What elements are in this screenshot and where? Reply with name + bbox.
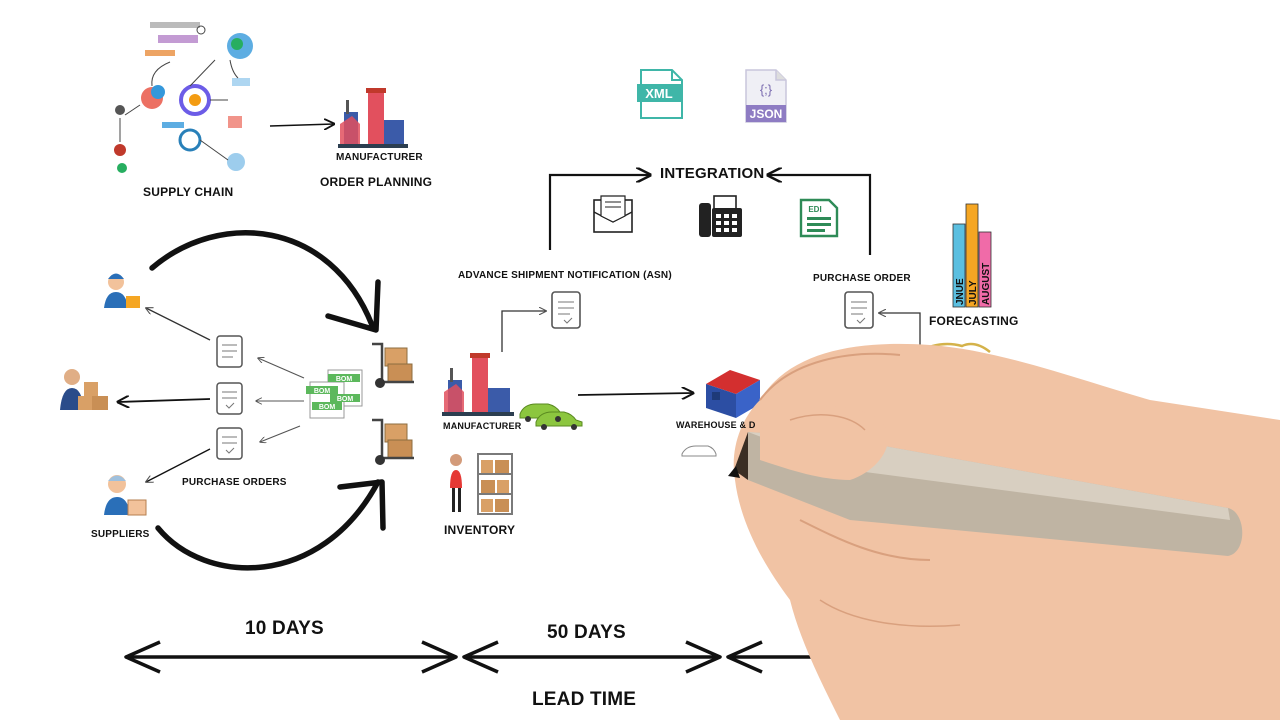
factory-middle-icon — [442, 353, 514, 416]
suppliers-label: SUPPLIERS — [91, 529, 150, 540]
forecast-bar — [978, 231, 992, 308]
hand-truck-bottom-icon — [372, 418, 414, 465]
arrow-doc2-to-supplier — [118, 399, 211, 402]
delivery-cars-icon — [519, 403, 583, 430]
worker-phone-icon — [60, 369, 108, 410]
hand-with-pen-illustration — [728, 343, 1280, 720]
manufacturer-middle-label: MANUFACTURER — [443, 421, 522, 431]
warehouse-icon — [706, 370, 760, 418]
ten-days-label: 10 DAYS — [245, 618, 324, 639]
arrow-doc1-to-supplier — [146, 308, 211, 341]
purchase-order-doc-3 — [216, 427, 243, 460]
supplier-worker-icon — [104, 475, 147, 516]
lead-time-label: LEAD TIME — [532, 689, 637, 710]
forecasting-label: FORECASTING — [929, 314, 1019, 328]
curved-arrow-top-head — [325, 279, 381, 333]
inventory-label: INVENTORY — [444, 523, 516, 537]
integration-connectors — [548, 175, 872, 255]
curved-arrow-top — [149, 230, 375, 328]
fax-icon — [699, 195, 742, 237]
warehouse-label: WAREHOUSE & D — [676, 420, 756, 430]
forecast-bar-label: JULY — [968, 280, 979, 305]
asn-label: ADVANCE SHIPMENT NOTIFICATION (ASN) — [458, 270, 672, 281]
purchase-order-label: PURCHASE ORDER — [813, 273, 911, 284]
xml-badge-text: XML — [645, 86, 673, 101]
bom-label: BOM — [314, 388, 331, 395]
asn-document-icon — [551, 291, 581, 329]
json-glyph: {;} — [760, 82, 773, 97]
inventory-icon — [450, 453, 513, 515]
bom-label: BOM — [336, 376, 353, 383]
lead-time-arrows — [124, 640, 830, 674]
purchase-order-doc-2 — [216, 382, 243, 415]
edi-file-icon: EDI — [799, 198, 839, 238]
arrow-manufacturer-to-warehouse — [577, 393, 693, 395]
email-icon — [593, 195, 633, 233]
forecast-bar-label: JNUE — [955, 278, 966, 305]
supply-chain-label: SUPPLY CHAIN — [143, 185, 234, 199]
small-car-outline-icon — [681, 445, 717, 457]
json-file-icon: {;} JSON — [745, 69, 787, 123]
supply-chain-mini-diagram — [114, 22, 253, 173]
bom-label: BOM — [319, 404, 336, 411]
purchase-order-doc-1 — [216, 335, 243, 368]
json-badge-text: JSON — [750, 107, 783, 121]
curved-arrow-bottom — [155, 479, 381, 571]
integration-label: INTEGRATION — [660, 165, 765, 182]
po-connector — [879, 313, 921, 350]
purchase-order-document-icon — [844, 291, 874, 329]
arrow-doc3-to-supplier — [146, 448, 211, 482]
xml-file-icon: XML — [637, 69, 683, 119]
forecast-bar-chart: JNUE JULY AUGUST — [952, 203, 992, 308]
bom-stack-icon: BOM BOM BOM BOM — [306, 369, 363, 419]
arrow-bom-to-doc1 — [258, 358, 305, 379]
purchase-orders-label: PURCHASE ORDERS — [182, 477, 287, 488]
arrow-bom-to-doc3 — [260, 425, 301, 442]
worker-top-icon — [104, 273, 140, 308]
forecast-bar-label: AUGUST — [981, 263, 992, 305]
bom-label: BOM — [337, 396, 354, 403]
curved-arrow-bottom-head — [337, 479, 386, 531]
asn-connector — [501, 311, 546, 352]
arrow-sc-to-manufacturer — [269, 124, 334, 126]
order-planning-label: ORDER PLANNING — [320, 175, 433, 189]
manufacturer-top-label: MANUFACTURER — [336, 152, 423, 163]
edi-badge-text: EDI — [808, 205, 821, 214]
fifty-days-label: 50 DAYS — [547, 622, 626, 643]
hand-truck-top-icon — [372, 342, 414, 388]
forecast-bar — [952, 223, 966, 308]
factory-top-icon — [338, 88, 408, 148]
forecast-bar — [965, 203, 979, 308]
